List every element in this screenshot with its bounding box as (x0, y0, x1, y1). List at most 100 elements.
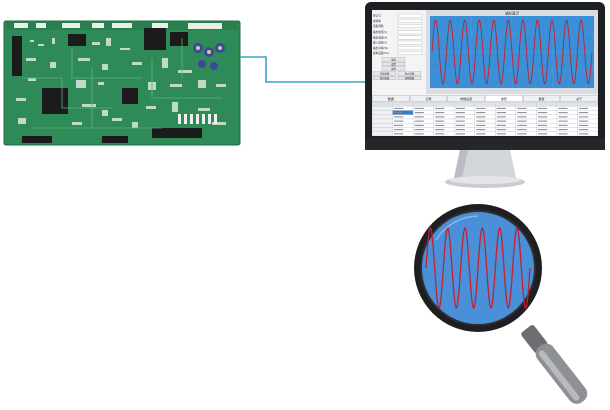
monitor-icon: 串口号波特率读取间隔输出电压(V)输出电流(A)输入电压(V)输出功率(W)频率… (364, 0, 606, 192)
cell-value-mark (476, 129, 486, 131)
cell-value-mark (517, 107, 527, 109)
cell-value-mark (537, 124, 548, 126)
waveform-line (431, 19, 593, 85)
table-cell (495, 102, 516, 107)
cell-value-mark (455, 120, 465, 122)
cell-value-mark (558, 116, 568, 118)
form-input[interactable] (397, 35, 423, 40)
cell-value-mark (496, 124, 507, 126)
cell-value-mark (435, 107, 445, 109)
tab-strip: 数据记录参数设置波形报警关于 (372, 95, 598, 102)
cell-value-mark (476, 120, 486, 122)
table-cell (372, 102, 393, 107)
cell-value-mark (394, 124, 404, 126)
table-cell (577, 102, 598, 107)
tab-5[interactable] (560, 95, 598, 102)
cell-value-mark (455, 124, 465, 126)
cell-value-mark (578, 129, 589, 131)
table-cell (556, 102, 578, 107)
circuit-board-image (2, 18, 242, 148)
tab-label: 关于 (576, 96, 582, 101)
form-label: 输出电压(V) (373, 30, 387, 34)
cell-value-mark (578, 116, 589, 118)
cell-value-mark (476, 133, 486, 135)
form-label: 输出电流(A) (373, 35, 387, 39)
form-label: 输出功率(W) (373, 46, 388, 50)
cell-value-mark (558, 133, 568, 135)
form-input[interactable] (397, 13, 423, 18)
cell-value-mark (537, 112, 548, 114)
action-button[interactable] (397, 71, 422, 76)
cell-value-mark (414, 107, 424, 109)
tab-label: 数据 (388, 96, 394, 101)
form-input[interactable] (397, 46, 423, 50)
tab-4[interactable] (523, 95, 560, 102)
tab-1[interactable] (410, 95, 447, 102)
cell-value-mark (455, 133, 465, 135)
table-cell (392, 102, 414, 107)
cell-value-mark (394, 116, 404, 118)
form-label: 读取间隔 (373, 24, 384, 28)
cell-value-mark (455, 112, 465, 114)
form-input[interactable] (397, 19, 423, 23)
cell-value-mark (414, 112, 424, 114)
cell-value-mark (517, 120, 527, 122)
cell-value-mark (517, 129, 527, 131)
tab-2[interactable] (447, 95, 485, 102)
cell-value-mark (578, 112, 589, 114)
cell-value-mark (435, 116, 445, 118)
cell-value-mark (578, 120, 589, 122)
action-button[interactable] (381, 62, 406, 66)
table-cell (454, 102, 475, 107)
cell-value-mark (414, 133, 424, 135)
cell-value-mark (578, 107, 589, 109)
data-table (372, 102, 598, 136)
action-button[interactable] (397, 76, 422, 80)
form-input[interactable] (397, 24, 423, 28)
form-label: 串口号 (373, 14, 381, 18)
cell-value-mark (435, 124, 445, 126)
cell-value-mark (496, 133, 507, 135)
table-cell (536, 102, 558, 107)
cell-value-mark (537, 107, 548, 109)
table-cell (372, 118, 393, 124)
tab-3[interactable] (485, 95, 523, 102)
cell-value-mark (394, 133, 404, 135)
cell-value-mark (496, 112, 507, 114)
action-button[interactable] (372, 71, 397, 76)
form-label: 波特率 (373, 19, 381, 23)
cell-value-mark (394, 129, 404, 131)
action-button[interactable] (381, 66, 406, 71)
cell-value-mark (455, 116, 465, 118)
tab-label: 报警 (538, 96, 544, 101)
connector-line (240, 55, 370, 85)
cell-value-mark (455, 129, 465, 131)
cell-value-mark (476, 116, 486, 118)
button-label: 设置 (391, 67, 396, 71)
button-label: 停止采集 (405, 71, 415, 75)
form-input[interactable] (397, 30, 423, 35)
cell-value-mark (414, 120, 424, 122)
cell-value-mark (537, 120, 548, 122)
form-input[interactable] (397, 40, 423, 45)
cell-value-mark (517, 124, 527, 126)
cell-value-mark (435, 120, 445, 122)
magnifying-glass-icon (408, 200, 598, 408)
cell-value-mark (558, 107, 568, 109)
cell-value-mark (476, 124, 486, 126)
cell-value-mark (476, 112, 486, 114)
cell-value-mark (394, 107, 404, 109)
cell-value-mark (578, 124, 589, 126)
table-cell (372, 123, 393, 128)
form-input[interactable] (397, 51, 423, 55)
cell-value-mark (414, 129, 424, 131)
action-button[interactable] (372, 76, 397, 80)
cell-value-mark (435, 129, 445, 131)
cell-value-mark (537, 133, 548, 135)
cell-value-mark (537, 129, 548, 131)
tab-0[interactable] (372, 95, 410, 102)
plot-title: 波形显示 (505, 11, 520, 16)
action-button[interactable] (381, 57, 406, 62)
software-window: 串口号波特率读取间隔输出电压(V)输出电流(A)输入电压(V)输出功率(W)频率… (372, 10, 598, 136)
cell-value-mark (394, 112, 404, 114)
